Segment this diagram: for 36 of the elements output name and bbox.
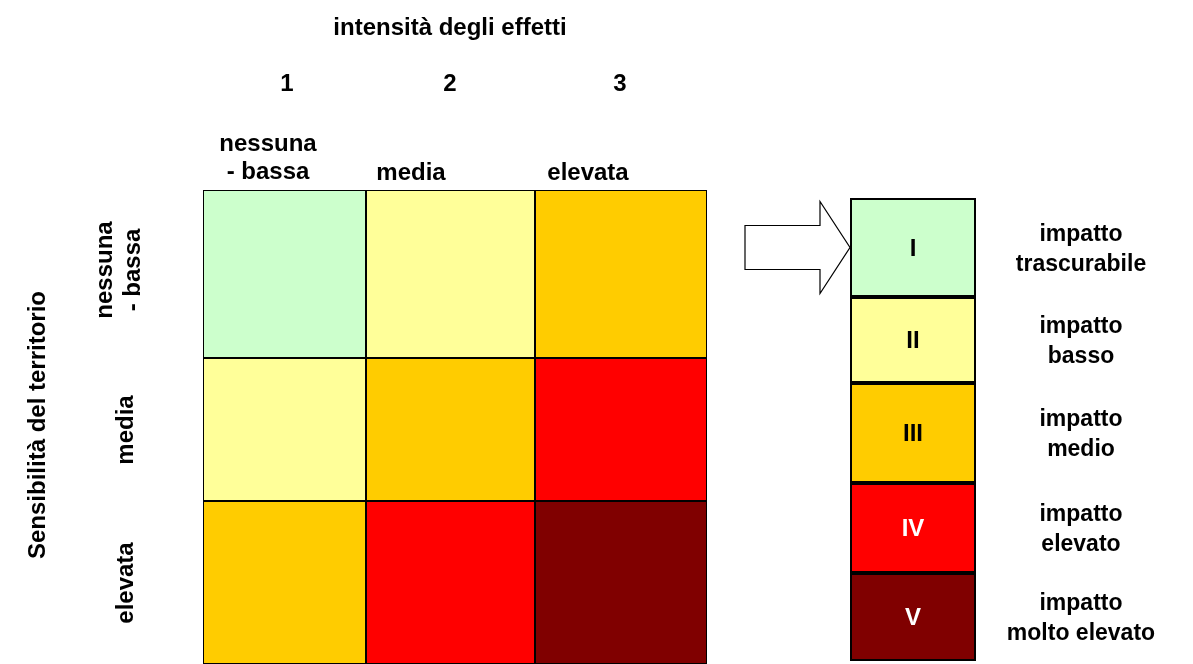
matrix-cell <box>535 190 707 358</box>
column-header: nessuna - bassa <box>218 129 318 185</box>
level-description: impatto elevato <box>1038 499 1124 558</box>
row-header: elevata <box>111 541 139 626</box>
level-numeral: I <box>909 233 917 262</box>
matrix-cell <box>366 358 535 501</box>
level-numeral: V <box>905 603 921 631</box>
axis-title: Sensibilità del territorio <box>23 289 51 562</box>
column-number: 3 <box>612 69 628 97</box>
matrix-cell <box>366 190 535 358</box>
row-header: nessuna - bassa <box>90 220 146 321</box>
matrix-cell <box>535 358 707 501</box>
axis-title: intensità degli effetti <box>332 13 568 41</box>
matrix-cell <box>203 501 366 664</box>
level-numeral: IV <box>901 514 925 542</box>
impact-level-box <box>850 483 976 573</box>
level-description: impatto trascurabile <box>1014 218 1148 278</box>
level-numeral: II <box>906 326 920 354</box>
matrix-cell <box>203 358 366 501</box>
level-numeral: III <box>903 419 923 447</box>
matrix-cell <box>535 501 707 664</box>
column-header: media <box>375 158 447 186</box>
impact-level-box <box>850 573 976 661</box>
column-number: 1 <box>279 69 295 97</box>
block-arrow <box>744 199 851 296</box>
row-header: media <box>111 394 139 467</box>
matrix-cell <box>203 190 366 358</box>
impact-level-box <box>850 297 976 383</box>
level-description: impatto basso <box>1038 311 1124 370</box>
level-description: impatto molto elevato <box>1005 588 1157 647</box>
impact-level-box <box>850 198 976 297</box>
matrix-cell <box>366 501 535 664</box>
column-number: 2 <box>442 69 458 97</box>
level-description: impatto medio <box>1038 404 1124 463</box>
column-header: elevata <box>546 158 630 186</box>
impact-level-box <box>850 383 976 483</box>
